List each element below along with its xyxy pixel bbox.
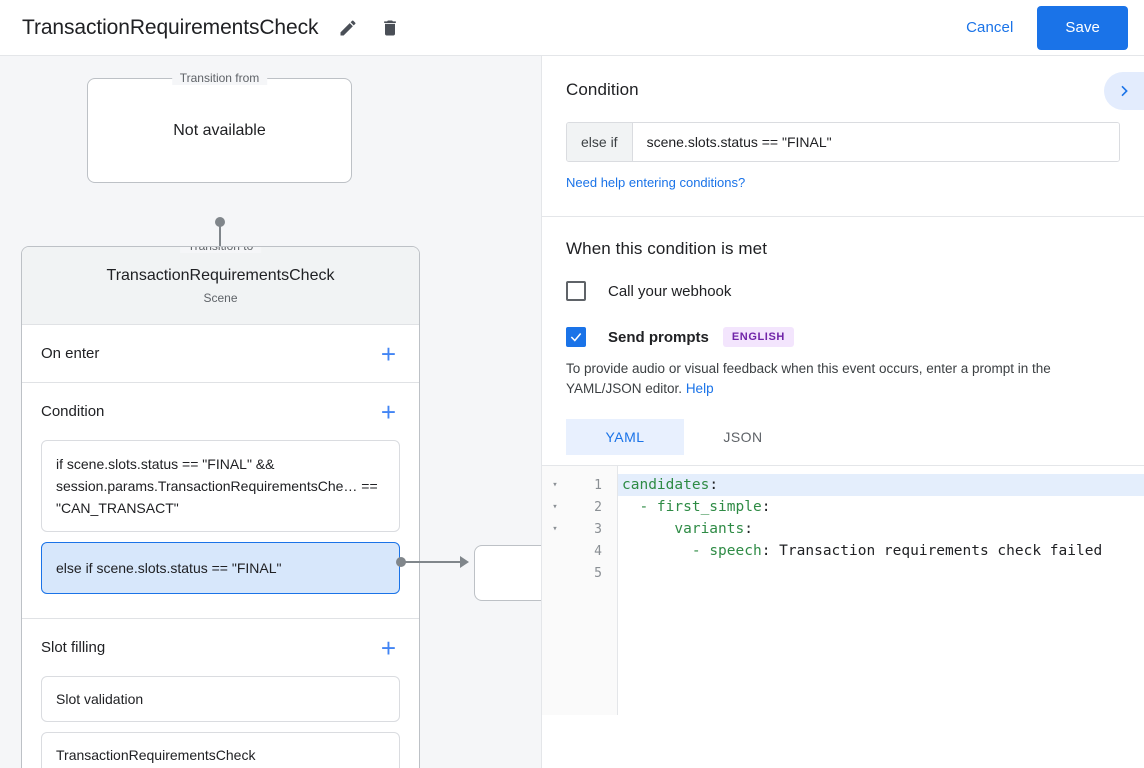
line-number: 1 [594, 477, 602, 493]
code-line: variants: [618, 518, 1144, 540]
condition-input[interactable]: else if scene.slots.status == "FINAL" [566, 122, 1120, 162]
chevron-right-icon[interactable] [1104, 72, 1144, 110]
line-number: 2 [594, 499, 602, 515]
pencil-icon[interactable] [336, 16, 360, 40]
code-line [618, 562, 1144, 584]
scene-header: TransactionRequirementsCheck Scene [22, 247, 419, 325]
add-on-enter-button[interactable]: + [380, 338, 396, 369]
connector-arrow-right [460, 556, 469, 568]
code-colon: : [761, 543, 771, 559]
target-node-partial[interactable] [474, 545, 541, 601]
code-key: first_simple [656, 499, 762, 515]
save-button[interactable]: Save [1037, 5, 1128, 50]
code-key: candidates [622, 477, 710, 493]
slot-filling-item[interactable]: Slot validation [41, 676, 400, 722]
slot-filling-item[interactable]: TransactionRequirementsCheck [41, 732, 400, 768]
send-prompts-description-text: To provide audio or visual feedback when… [566, 361, 1051, 396]
line-number: 5 [594, 565, 602, 581]
send-prompts-checkbox[interactable] [566, 327, 586, 347]
editor-gutter: ▾1 ▾2 ▾3 4 5 [542, 466, 618, 715]
code-indent: - [622, 499, 657, 515]
gutter-row: 5 [542, 562, 617, 584]
connector-line-horizontal [401, 561, 463, 563]
slot-filling-list: Slot validation TransactionRequirementsC… [41, 676, 400, 768]
when-condition-met-section: When this condition is met Call your web… [542, 217, 1144, 455]
details-panel: Condition else if scene.slots.status == … [542, 56, 1144, 768]
code-line: candidates: [618, 474, 1144, 496]
code-indent: - [622, 543, 710, 559]
condition-help-link[interactable]: Need help entering conditions? [566, 175, 746, 190]
fold-triangle-icon[interactable]: ▾ [552, 524, 558, 534]
line-number: 3 [594, 521, 602, 537]
section-slot-filling: Slot filling + Slot validation Transacti… [22, 619, 419, 768]
add-condition-button[interactable]: + [380, 396, 396, 427]
language-badge: ENGLISH [722, 327, 794, 347]
code-colon: : [709, 477, 719, 493]
code-editor[interactable]: ▾1 ▾2 ▾3 4 5 candidates: - first_simple:… [542, 465, 1144, 715]
section-divider [542, 216, 1144, 217]
flow-canvas[interactable]: Transition from Not available Transition… [0, 56, 541, 768]
page-title: TransactionRequirementsCheck [22, 15, 319, 39]
code-key: variants [674, 521, 745, 537]
code-line: - speech: Transaction requirements check… [618, 540, 1144, 562]
condition-list: if scene.slots.status == "FINAL" && sess… [41, 440, 400, 618]
send-prompts-checkbox-row[interactable]: Send prompts ENGLISH [566, 327, 1120, 347]
add-slot-filling-button[interactable]: + [380, 632, 396, 663]
panel-divider [541, 56, 542, 768]
section-title-slot-filling: Slot filling [41, 639, 106, 656]
editor-format-tabs: YAML JSON [566, 419, 1120, 455]
gutter-row: 4 [542, 540, 617, 562]
fold-triangle-icon[interactable]: ▾ [552, 480, 558, 490]
section-on-enter: On enter + [22, 325, 419, 383]
app-header: TransactionRequirementsCheck Cancel Save [0, 0, 1144, 56]
help-link[interactable]: Help [685, 381, 714, 396]
cancel-button[interactable]: Cancel [950, 9, 1029, 46]
transition-from-node[interactable]: Transition from Not available [87, 71, 352, 183]
webhook-checkbox-row[interactable]: Call your webhook [566, 281, 1120, 301]
transition-from-legend: Transition from [171, 71, 268, 85]
section-title-on-enter: On enter [41, 345, 100, 362]
send-prompts-description: To provide audio or visual feedback when… [566, 359, 1120, 399]
code-value: Transaction requirements check failed [770, 543, 1103, 559]
condition-item-selected[interactable]: else if scene.slots.status == "FINAL" [41, 542, 400, 594]
condition-prefix: else if [567, 123, 633, 161]
code-colon: : [744, 521, 753, 537]
connector-line-vertical [219, 222, 221, 266]
code-key: speech [709, 543, 762, 559]
line-number: 4 [594, 543, 602, 559]
send-prompts-label: Send prompts [608, 328, 709, 346]
header-actions: Cancel Save [950, 5, 1144, 50]
condition-item[interactable]: if scene.slots.status == "FINAL" && sess… [41, 440, 400, 532]
transition-from-value: Not available [173, 121, 266, 139]
tab-yaml[interactable]: YAML [566, 419, 684, 455]
transition-to-legend: Transition to [179, 247, 262, 253]
when-met-heading: When this condition is met [566, 239, 768, 258]
code-line: - first_simple: [618, 496, 1144, 518]
condition-expression-field[interactable]: scene.slots.status == "FINAL" [632, 123, 1119, 161]
condition-heading: Condition [566, 80, 639, 99]
section-condition: Condition + if scene.slots.status == "FI… [22, 383, 419, 619]
section-title-condition: Condition [41, 403, 105, 420]
scene-name: TransactionRequirementsCheck [106, 266, 335, 284]
trash-icon[interactable] [378, 16, 402, 40]
gutter-row: ▾1 [542, 474, 617, 496]
webhook-label: Call your webhook [608, 282, 732, 300]
gutter-row: ▾2 [542, 496, 617, 518]
editor-content[interactable]: candidates: - first_simple: variants: - … [618, 466, 1144, 715]
condition-section: Condition else if scene.slots.status == … [542, 56, 1144, 192]
gutter-row: ▾3 [542, 518, 617, 540]
scene-type: Scene [203, 290, 238, 305]
webhook-checkbox[interactable] [566, 281, 586, 301]
tab-json[interactable]: JSON [723, 429, 763, 445]
fold-triangle-icon[interactable]: ▾ [552, 502, 558, 512]
code-indent [622, 521, 674, 537]
transition-to-node[interactable]: Transition to TransactionRequirementsChe… [21, 246, 420, 768]
code-colon: : [761, 499, 771, 515]
